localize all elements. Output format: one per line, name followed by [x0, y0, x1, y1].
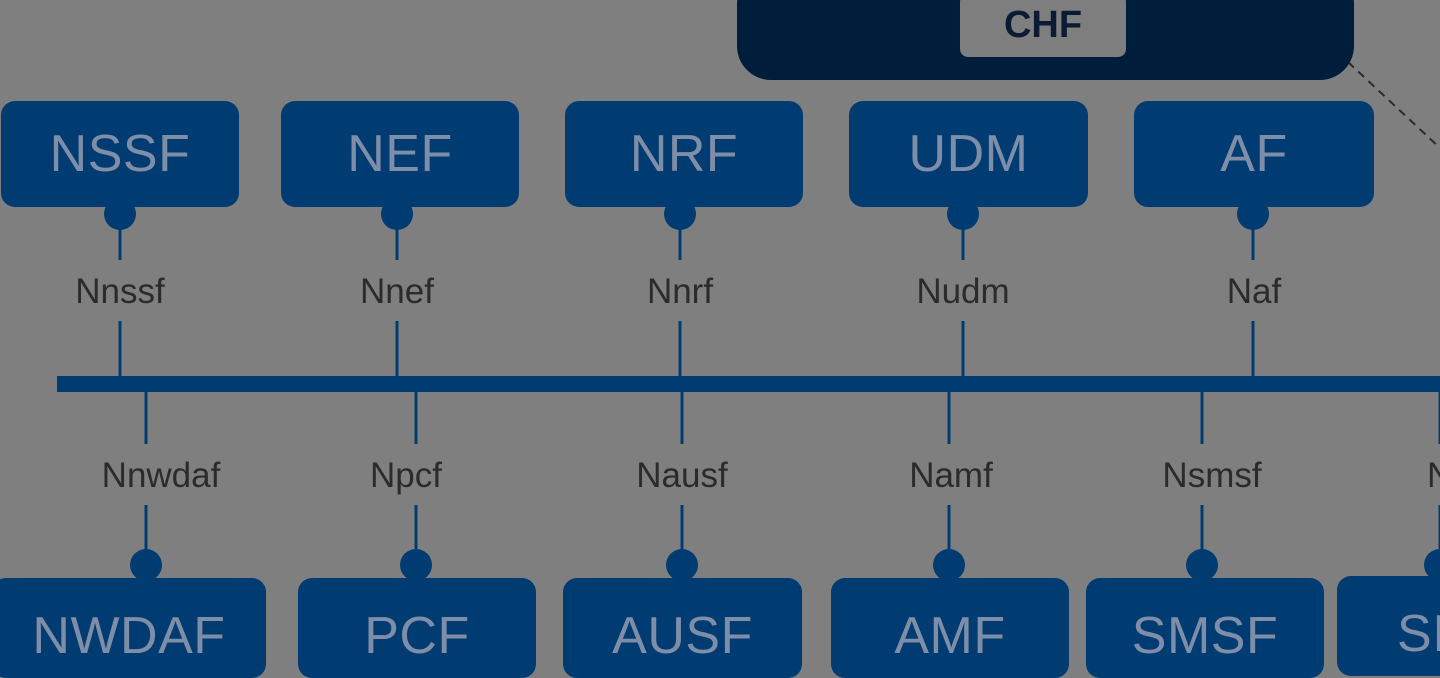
nf-nwdaf[interactable]: NWDAF — [0, 578, 266, 678]
service-dot-bottom-4 — [1186, 549, 1218, 581]
nf-label: AUSF — [612, 607, 753, 665]
nf-label: NSSF — [49, 125, 191, 183]
iface-label-nsmsf: Nsmsf — [1162, 456, 1262, 495]
service-dot-bottom-2 — [666, 549, 698, 581]
nf-amf[interactable]: AMF — [831, 578, 1069, 678]
iface-label-nnssf: Nnssf — [75, 272, 165, 311]
iface-label-nnwdaf: Nnwdaf — [101, 456, 221, 495]
nf-nef[interactable]: NEF — [281, 101, 519, 207]
service-dot-bottom-0 — [130, 549, 162, 581]
nf-label: NRF — [629, 125, 739, 183]
service-dot-bottom-5 — [1424, 549, 1440, 581]
dashed-link-chf — [1347, 61, 1440, 149]
nf-label: SI — [1397, 605, 1440, 663]
nf-label: NWDAF — [32, 607, 226, 665]
service-bus — [57, 376, 1440, 392]
nf-label: NEF — [347, 125, 453, 183]
nf-label: AF — [1220, 125, 1288, 183]
service-dot-bottom-1 — [400, 549, 432, 581]
iface-label-nnrf: Nnrf — [646, 272, 714, 311]
chf-label: CHF — [1003, 4, 1083, 46]
iface-label-nnef: Nnef — [360, 272, 434, 311]
iface-label-ns: Ns — [1427, 456, 1440, 495]
iface-label-naf: Naf — [1226, 272, 1282, 311]
service-dot-bottom-3 — [933, 549, 965, 581]
nf-af[interactable]: AF — [1134, 101, 1374, 207]
nf-udm[interactable]: UDM — [849, 101, 1088, 207]
iface-label-nudm: Nudm — [916, 272, 1010, 311]
nf-smsf[interactable]: SMSF — [1086, 578, 1324, 678]
chf-node[interactable]: CHF — [960, 0, 1126, 57]
nf-label: AMF — [894, 607, 1006, 665]
iface-label-npcf: Npcf — [370, 456, 442, 495]
nf-partial[interactable]: SI — [1337, 576, 1440, 676]
nf-label: SMSF — [1131, 607, 1279, 665]
nf-label: UDM — [908, 125, 1029, 183]
nf-pcf[interactable]: PCF — [298, 578, 536, 678]
iface-label-nausf: Nausf — [636, 456, 728, 495]
connector-layer — [57, 61, 1440, 581]
iface-label-namf: Namf — [909, 456, 993, 495]
nf-label: PCF — [364, 607, 470, 665]
nf-nssf[interactable]: NSSF — [1, 101, 239, 207]
nf-nrf[interactable]: NRF — [565, 101, 803, 207]
nf-ausf[interactable]: AUSF — [563, 578, 802, 678]
